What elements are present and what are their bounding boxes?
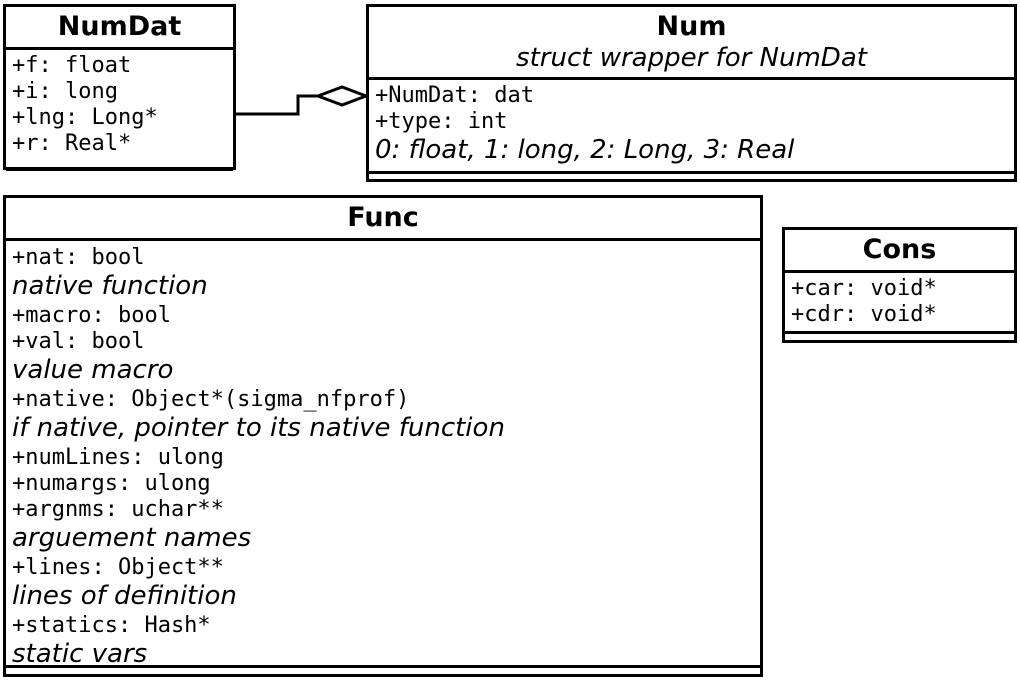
attribute: +f: float bbox=[12, 53, 132, 78]
class-func[interactable]: Func +nat: bool native function +macro: … bbox=[3, 195, 763, 677]
attribute-note: 0: float, 1: long, 2: Long, 3: Real bbox=[375, 135, 795, 165]
class-cons-attributes: +car: void* +cdr: void* bbox=[785, 273, 1014, 334]
attribute-group: +lines: Object** lines of definition bbox=[12, 555, 754, 611]
attribute: +NumDat: dat bbox=[375, 83, 534, 108]
class-func-header: Func bbox=[6, 198, 760, 241]
class-numdat[interactable]: NumDat +f: float +i: long +lng: Long* +r… bbox=[3, 4, 236, 171]
attribute-note: static vars bbox=[12, 639, 148, 669]
class-num-attributes: +NumDat: dat +type: int 0: float, 1: lon… bbox=[369, 80, 1014, 174]
attribute: +lng: Long* bbox=[12, 105, 158, 130]
aggregation-line bbox=[236, 94, 318, 116]
attribute-note: native function bbox=[12, 271, 208, 301]
aggregation-diamond bbox=[313, 85, 371, 107]
class-cons-operations bbox=[785, 334, 1014, 344]
class-num-name: Num bbox=[656, 11, 727, 42]
attribute: +car: void* bbox=[791, 276, 937, 301]
class-func-operations bbox=[6, 668, 760, 678]
attribute-group: +native: Object*(sigma_nfprof) if native… bbox=[12, 387, 754, 443]
attribute: +i: long bbox=[12, 79, 118, 104]
attribute: +statics: Hash* bbox=[12, 613, 211, 638]
class-cons-header: Cons bbox=[785, 230, 1014, 273]
attribute: +numargs: ulong bbox=[12, 471, 211, 496]
class-num[interactable]: Num struct wrapper for NumDat +NumDat: d… bbox=[366, 4, 1017, 182]
attribute-group: +statics: Hash* static vars bbox=[12, 613, 754, 669]
attribute: +nat: bool bbox=[12, 245, 145, 270]
attribute-group: +numLines: ulong +numargs: ulong +argnms… bbox=[12, 445, 754, 553]
class-numdat-name: NumDat bbox=[57, 11, 182, 42]
attribute-note: value macro bbox=[12, 355, 174, 385]
attribute: +lines: Object** bbox=[12, 555, 224, 580]
attribute-note: arguement names bbox=[12, 523, 252, 553]
class-numdat-header: NumDat bbox=[6, 7, 233, 50]
class-cons-name: Cons bbox=[862, 234, 937, 265]
attribute-group: +macro: bool +val: bool value macro bbox=[12, 303, 754, 385]
class-numdat-attributes: +f: float +i: long +lng: Long* +r: Real* bbox=[6, 50, 233, 171]
attribute: +type: int bbox=[375, 109, 508, 134]
attribute: +argnms: uchar** bbox=[12, 497, 224, 522]
attribute: +numLines: ulong bbox=[12, 445, 224, 470]
class-func-attributes: +nat: bool native function +macro: bool … bbox=[6, 241, 760, 669]
attribute: +native: Object*(sigma_nfprof) bbox=[12, 387, 410, 412]
class-cons[interactable]: Cons +car: void* +cdr: void* bbox=[782, 227, 1017, 343]
class-func-name: Func bbox=[347, 202, 419, 233]
attribute-note: lines of definition bbox=[12, 581, 237, 611]
class-num-header: Num struct wrapper for NumDat bbox=[369, 7, 1014, 80]
attribute-group: +nat: bool native function bbox=[12, 245, 754, 301]
class-num-stereotype: struct wrapper for NumDat bbox=[516, 43, 867, 73]
attribute: +macro: bool bbox=[12, 303, 171, 328]
attribute: +cdr: void* bbox=[791, 302, 937, 327]
attribute: +val: bool bbox=[12, 329, 145, 354]
attribute: +r: Real* bbox=[12, 131, 132, 156]
attribute-note: if native, pointer to its native functio… bbox=[12, 413, 505, 443]
class-num-operations bbox=[369, 174, 1014, 184]
class-numdat-operations bbox=[6, 171, 233, 181]
